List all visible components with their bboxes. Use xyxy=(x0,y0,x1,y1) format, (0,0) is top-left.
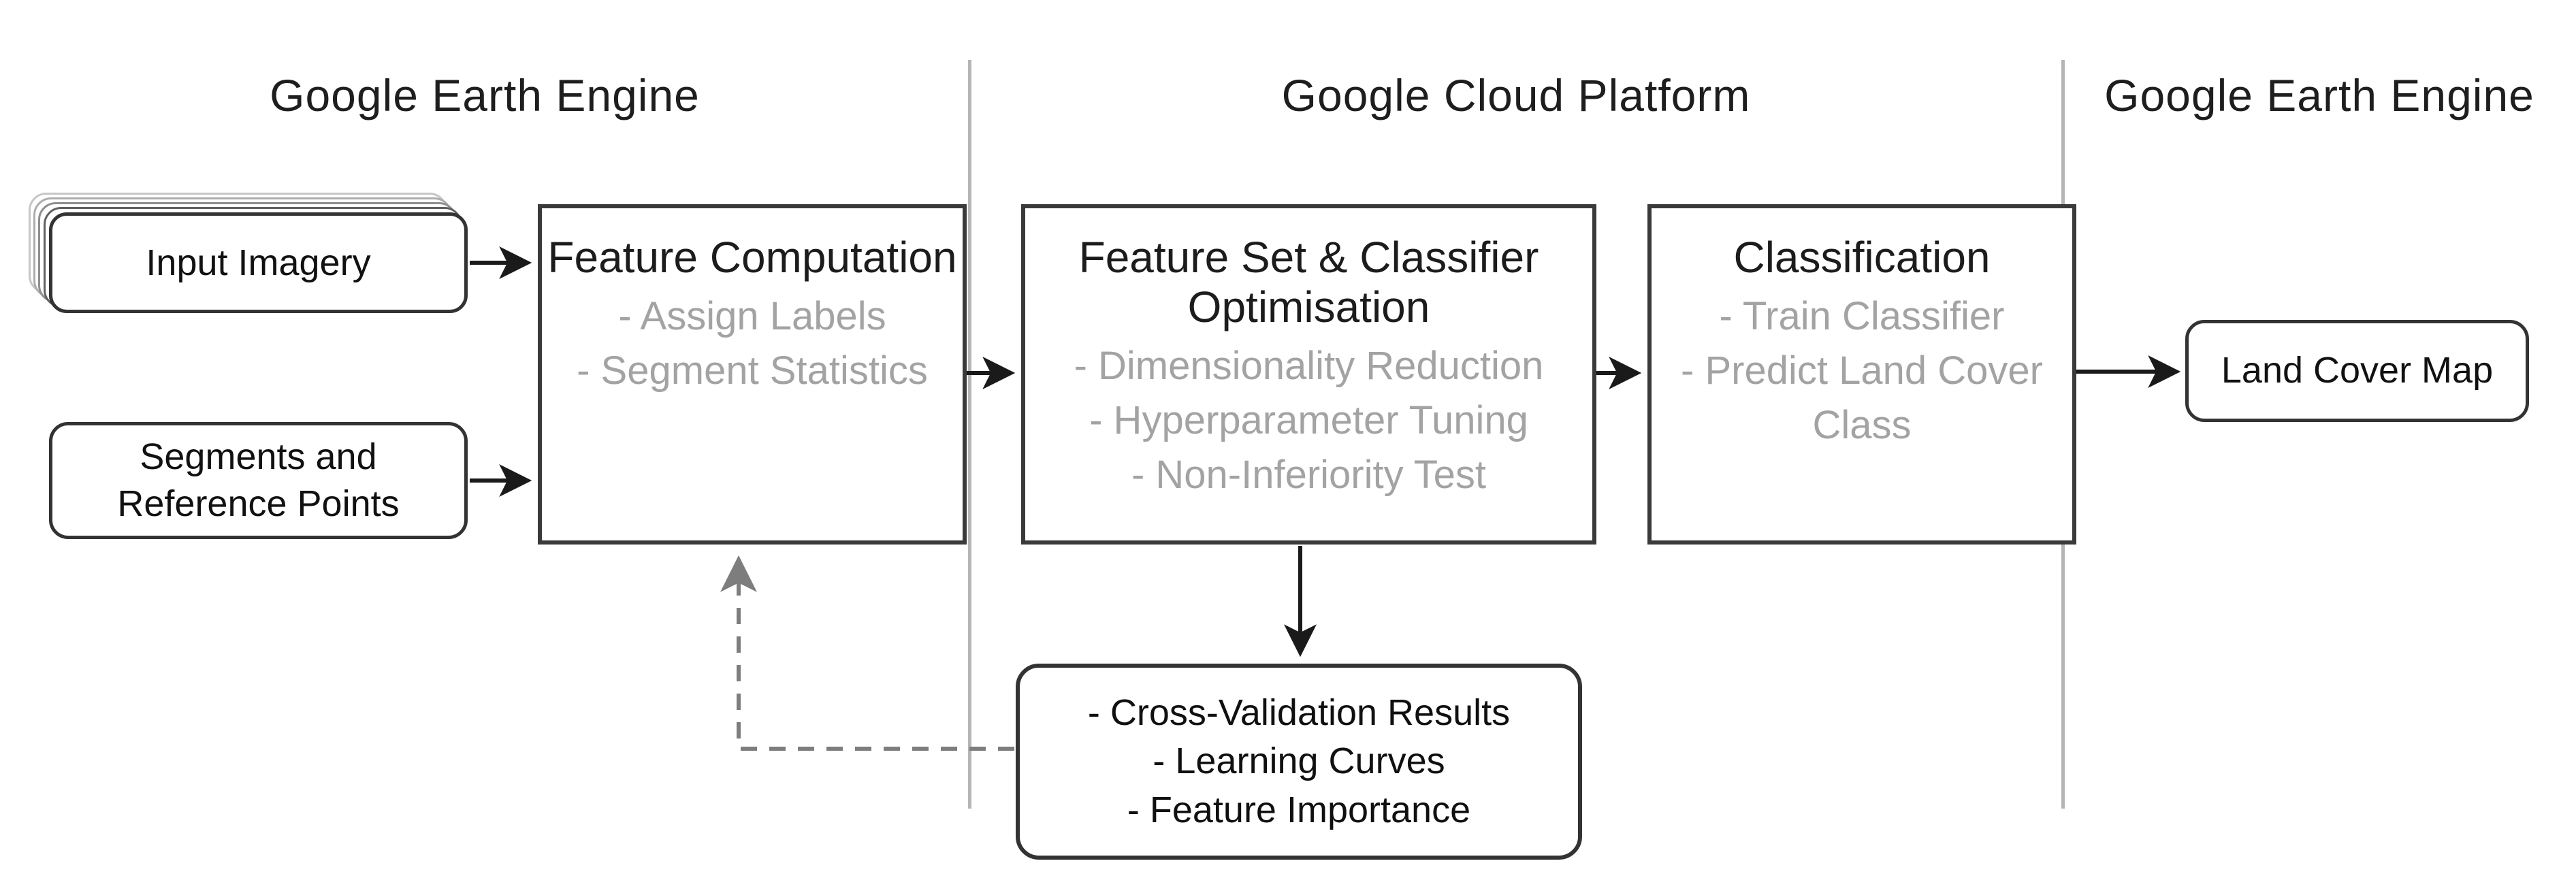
node-feature-computation-title: Feature Computation xyxy=(547,233,957,282)
node-input-imagery: Input Imagery xyxy=(29,193,468,313)
node-optimisation-item: - Hyperparameter Tuning xyxy=(1089,397,1528,442)
node-cv-outputs: - Cross-Validation Results - Learning Cu… xyxy=(1016,664,1582,860)
node-feature-computation-item: - Assign Labels xyxy=(618,293,886,338)
node-segments-reference-points: Segments and Reference Points xyxy=(49,422,468,539)
node-land-cover-map: Land Cover Map xyxy=(2185,320,2529,422)
node-cv-outputs-item: - Feature Importance xyxy=(1127,789,1471,830)
node-optimisation-title: Feature Set & Classifier Optimisation xyxy=(1078,233,1539,331)
section-header-google-earth-engine-right: Google Earth Engine xyxy=(2104,70,2534,120)
node-feature-computation: Feature Computation - Assign Labels - Se… xyxy=(538,204,967,545)
node-classification-item: - Predict Land Cover Class xyxy=(1681,348,2043,448)
node-feature-computation-item: - Segment Statistics xyxy=(577,348,928,393)
node-segments-label: Segments and Reference Points xyxy=(117,436,400,524)
node-classification-item: - Train Classifier xyxy=(1719,293,2005,338)
node-classification-title: Classification xyxy=(1733,233,1991,282)
section-header-google-cloud-platform: Google Cloud Platform xyxy=(1281,70,1751,120)
node-cv-outputs-item: - Learning Curves xyxy=(1153,741,1445,782)
section-header-google-earth-engine-left: Google Earth Engine xyxy=(270,70,700,120)
node-input-imagery-label: Input Imagery xyxy=(49,212,468,313)
node-optimisation-item: - Dimensionality Reduction xyxy=(1074,343,1544,388)
node-optimisation: Feature Set & Classifier Optimisation - … xyxy=(1021,204,1596,545)
node-optimisation-item: - Non-Inferiority Test xyxy=(1131,452,1487,497)
section-divider-left xyxy=(968,60,971,809)
arrow-feedback-cv-outputs-to-feature-computation xyxy=(720,555,1014,751)
node-classification: Classification - Train Classifier - Pred… xyxy=(1647,204,2076,545)
node-cv-outputs-item: - Cross-Validation Results xyxy=(1087,692,1511,734)
node-land-cover-map-label: Land Cover Map xyxy=(2221,350,2494,391)
